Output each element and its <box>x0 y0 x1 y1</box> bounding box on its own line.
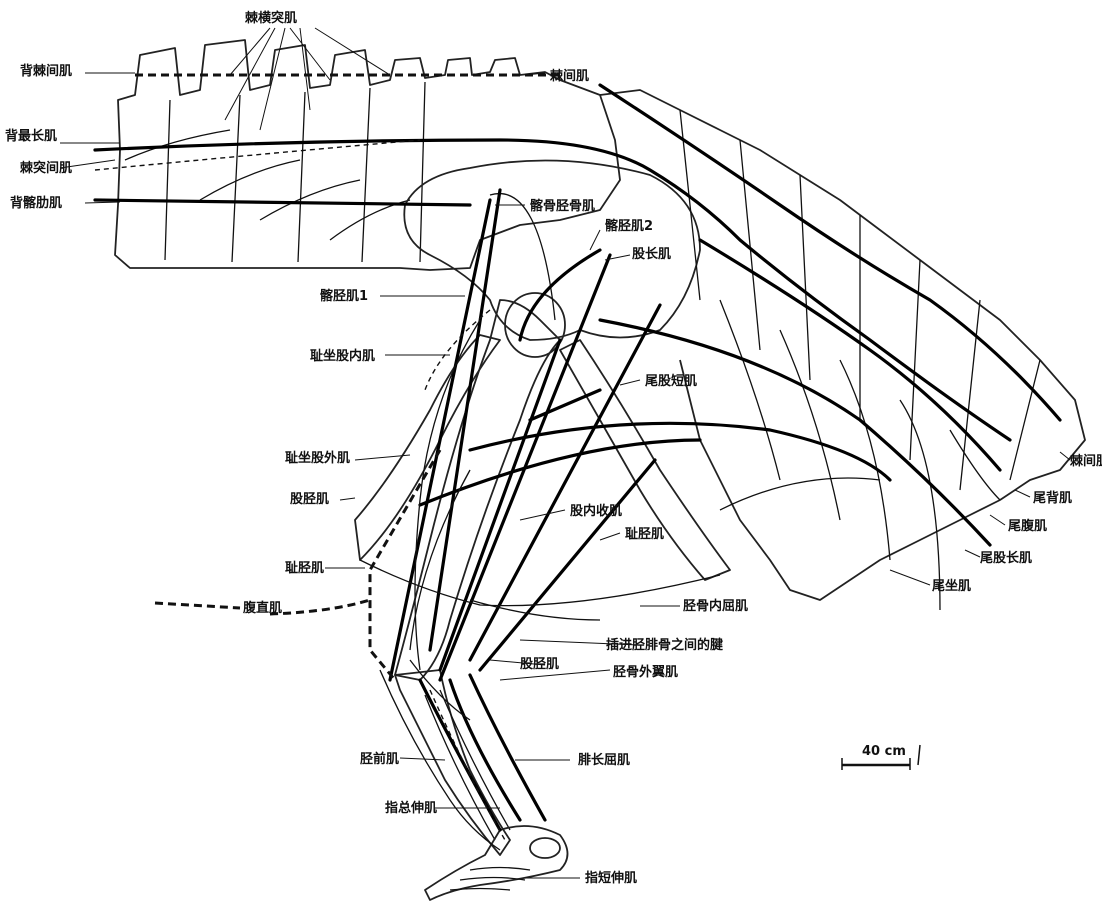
label-caudofemoralis-brevis: 尾股短肌 <box>645 373 697 389</box>
tibia <box>395 670 510 855</box>
label-iliofibular-int: 胫骨内屈肌 <box>682 598 748 614</box>
caudofemoralis-longus-line <box>600 320 990 545</box>
label-top: 棘横突肌 <box>245 10 297 26</box>
label-pubo-int: 耻坐股内肌 <box>310 348 375 364</box>
label-gastrocnemius: 腓长屈肌 <box>578 752 630 768</box>
label-ambiens: 耻胫肌 <box>625 527 664 542</box>
label-pubotibialis: 耻胫肌 <box>285 561 324 576</box>
leader-lines <box>60 28 1070 878</box>
label-spinous-transverse: 棘突间肌 <box>20 160 72 176</box>
label-tibialis-ant: 胫前肌 <box>359 751 399 767</box>
label-iliocostal: 背髂肋肌 <box>10 195 62 211</box>
label-interspinous: 棘间肌 <box>550 68 589 84</box>
muscles <box>95 75 1060 850</box>
label-caudal-ventral: 尾腹肌 <box>1008 518 1047 534</box>
label-caudofemoralis-longus: 尾股长肌 <box>980 550 1032 566</box>
label-femorotibialis2: 股胫肌 <box>520 657 559 672</box>
label-iliotibialis2: 髂胫肌2 <box>605 218 653 234</box>
label-digitorum-ext: 指总伸肌 <box>385 800 437 816</box>
iliocostal-muscle-line <box>95 200 470 205</box>
label-femoralis: 股长肌 <box>632 246 671 262</box>
label-rectus-abd: 腹直肌 <box>243 600 282 616</box>
label-iliotibialis-rear: 髂骨胫骨肌 <box>530 198 595 214</box>
label-pubo-ext: 耻坐股外肌 <box>285 450 350 466</box>
label-caudal-interspinous: 棘间肌 <box>1070 453 1102 469</box>
scale-bar: 40 cm <box>842 744 920 770</box>
label-caudal-dorsal: 尾背肌 <box>1033 490 1072 506</box>
scale-label: 40 cm <box>862 744 906 759</box>
label-dorsal-long: 背最长肌 <box>5 128 57 144</box>
label-adductor: 股内收肌 <box>570 503 622 519</box>
label-iliotibialis1: 髂胫肌1 <box>320 288 368 304</box>
label-femorotibialis: 股胫肌 <box>290 492 329 507</box>
label-dorsal-spinous: 背棘间肌 <box>20 63 72 79</box>
skeleton <box>115 40 1085 900</box>
label-digitorum-flex: 指短伸肌 <box>585 870 637 886</box>
label-tibialis-ext: 胫骨外翼肌 <box>612 664 678 680</box>
label-ligament: 插进胫腓骨之间的腱 <box>606 637 724 653</box>
label-tail-ventral: 尾坐肌 <box>932 579 971 594</box>
